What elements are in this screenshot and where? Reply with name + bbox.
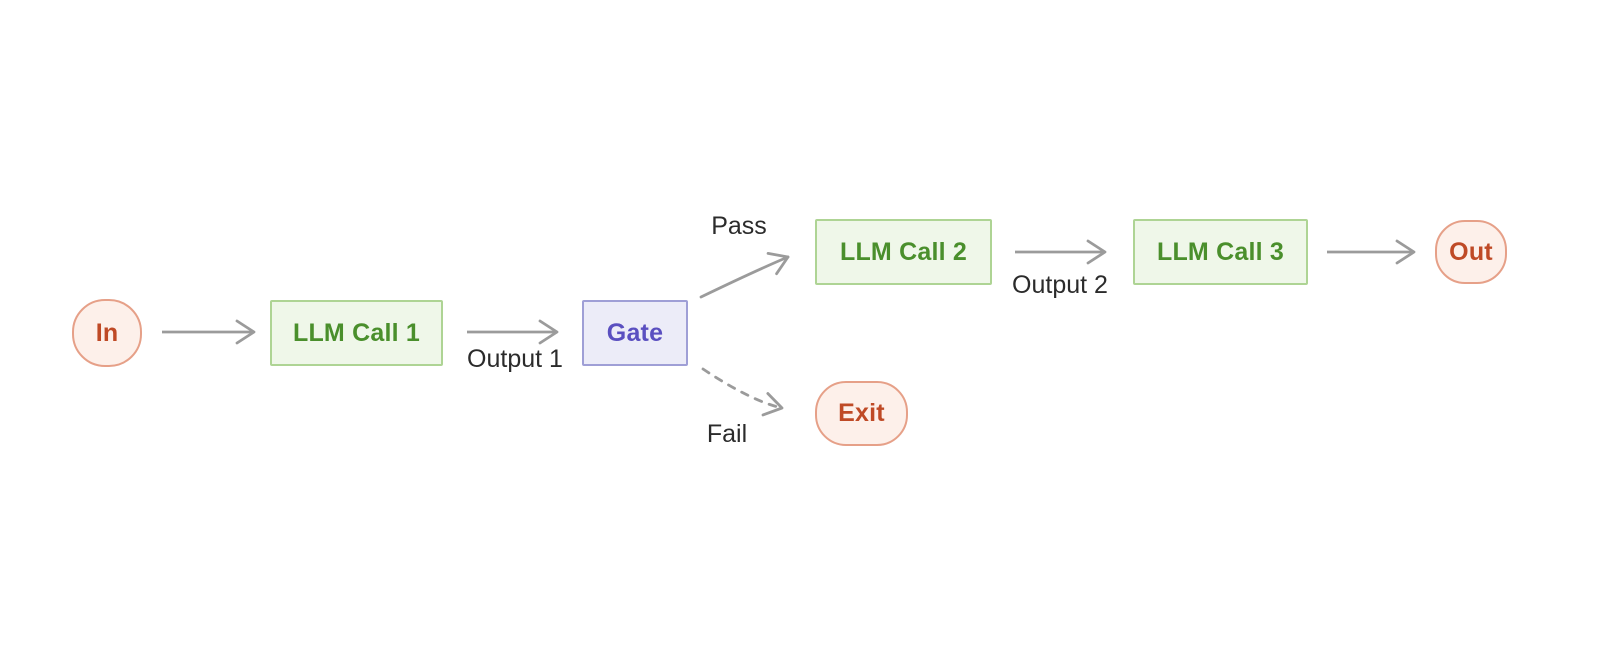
edge-label-fail: Fail [706,420,748,448]
node-llm-call-3: LLM Call 3 [1133,219,1308,285]
node-llm-call-2-label: LLM Call 2 [839,237,967,266]
edge-label-output-1: Output 1 [467,345,563,373]
node-in-label: In [95,318,119,347]
node-llm-call-1: LLM Call 1 [270,300,443,366]
node-out: Out [1435,220,1507,284]
node-out-label: Out [1449,237,1493,266]
edge-label-output-2: Output 2 [1012,271,1108,299]
node-llm-call-3-label: LLM Call 3 [1156,237,1284,266]
node-exit-label: Exit [838,399,885,427]
edge-label-pass: Pass [711,212,767,240]
node-exit: Exit [815,381,908,446]
node-in: In [72,299,142,367]
edge-gate-to-exit-fail [701,367,784,417]
edge-gate-to-llm2-pass [699,252,790,299]
node-gate-label: Gate [606,318,664,347]
node-gate: Gate [582,300,688,366]
node-llm-call-1-label: LLM Call 1 [292,318,420,347]
node-llm-call-2: LLM Call 2 [815,219,992,285]
